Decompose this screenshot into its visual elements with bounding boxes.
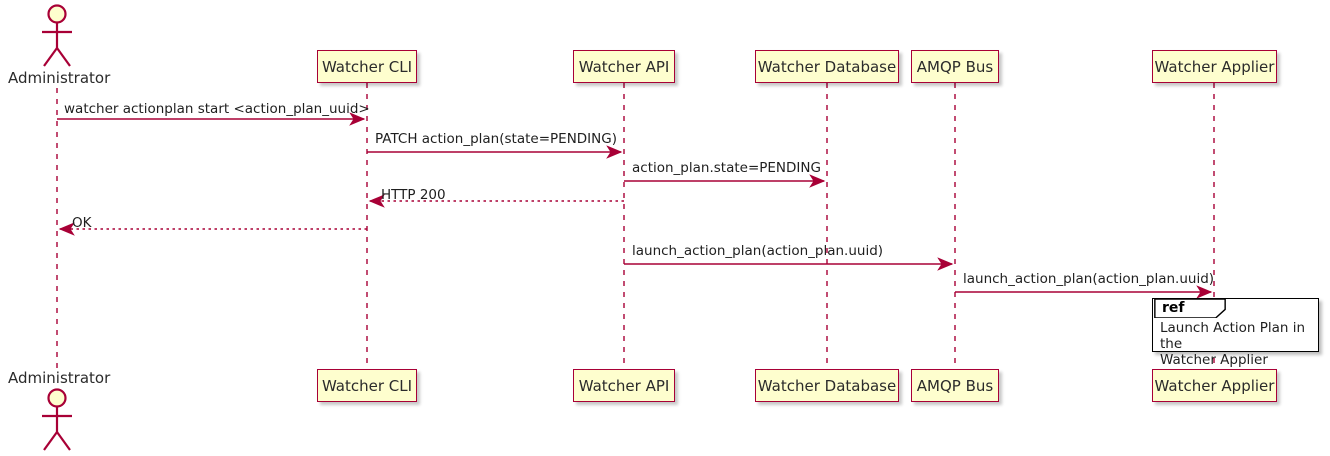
participant-label: Watcher CLI: [321, 57, 413, 76]
participant-label: Watcher API: [578, 57, 670, 76]
participant-amqp-bus-bottom[interactable]: AMQP Bus: [911, 369, 999, 402]
message-label-m7: launch_action_plan(action_plan.uuid): [963, 271, 1215, 287]
participant-watcher-cli-top[interactable]: Watcher CLI: [317, 50, 417, 83]
actor-label-administrator-top: Administrator: [8, 69, 111, 87]
message-label-m6: launch_action_plan(action_plan.uuid): [632, 243, 884, 259]
participant-label: Watcher Applier: [1154, 57, 1275, 76]
participant-label: AMQP Bus: [916, 376, 994, 395]
participant-watcher-cli-bottom[interactable]: Watcher CLI: [317, 369, 417, 402]
message-label-m5: OK: [72, 215, 92, 231]
ref-operator-label: ref: [1162, 300, 1185, 316]
participant-watcher-db-top[interactable]: Watcher Database: [755, 50, 899, 83]
participant-label: Watcher Database: [757, 376, 897, 395]
participant-label: AMQP Bus: [916, 57, 994, 76]
lifelines: [56, 83, 1215, 370]
message-label-m3: action_plan.state=PENDING: [632, 160, 821, 176]
participant-watcher-applier-bottom[interactable]: Watcher Applier: [1152, 369, 1277, 402]
message-arrows: [57, 112, 1213, 299]
message-label-m1: watcher actionplan start <action_plan_uu…: [64, 101, 370, 117]
participant-amqp-bus-top[interactable]: AMQP Bus: [911, 50, 999, 83]
actor-administrator-bottom: [42, 388, 72, 451]
participant-watcher-db-bottom[interactable]: Watcher Database: [755, 369, 899, 402]
message-label-m2: PATCH action_plan(state=PENDING): [375, 131, 617, 147]
participant-label: Watcher Applier: [1154, 376, 1275, 395]
participant-label: Watcher API: [578, 376, 670, 395]
participant-watcher-api-bottom[interactable]: Watcher API: [573, 369, 675, 402]
message-label-m4: HTTP 200: [381, 187, 446, 203]
ref-fragment[interactable]: ref Launch Action Plan in the Watcher Ap…: [1152, 298, 1319, 368]
actor-administrator-top: [42, 4, 72, 67]
participant-label: Watcher Database: [757, 57, 897, 76]
ref-body-text: Launch Action Plan in the Watcher Applie…: [1160, 320, 1306, 368]
participant-label: Watcher CLI: [321, 376, 413, 395]
actor-label-administrator-bottom: Administrator: [8, 369, 111, 387]
ref-tab-shape: [1153, 299, 1227, 318]
participant-watcher-api-top[interactable]: Watcher API: [573, 50, 675, 83]
participant-watcher-applier-top[interactable]: Watcher Applier: [1152, 50, 1277, 83]
